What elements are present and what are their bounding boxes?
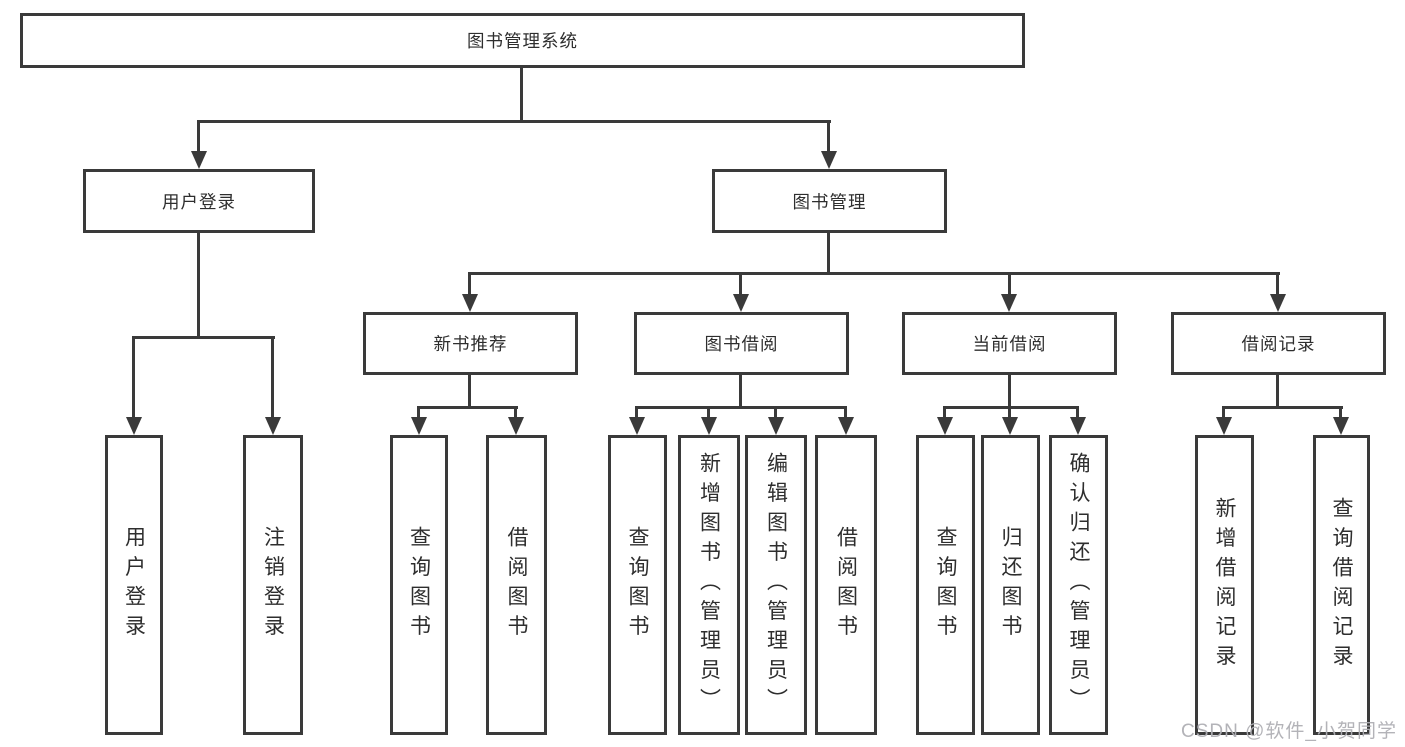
connector-line — [1222, 406, 1225, 419]
node-label: 查询借阅记录 — [1330, 496, 1353, 674]
leaf-add-borrow-record: 新增借阅记录 — [1195, 435, 1254, 735]
node-label: 新增图书（管理员） — [697, 452, 721, 718]
arrow-down-icon — [1333, 417, 1349, 435]
leaf-logout: 注销登录 — [243, 435, 303, 735]
leaf-return-book: 归还图书 — [981, 435, 1040, 735]
connector-line — [132, 336, 275, 339]
node-label: 编辑图书（管理员） — [764, 452, 788, 718]
connector-line — [1076, 406, 1079, 419]
node-label: 查询图书 — [407, 526, 431, 644]
node-label: 注销登录 — [261, 526, 285, 644]
arrow-down-icon — [768, 417, 784, 435]
connector-line — [1008, 406, 1011, 419]
connector-line — [417, 406, 518, 409]
arrow-down-icon — [821, 151, 837, 169]
connector-line — [520, 68, 523, 120]
node-book-borrowing: 图书借阅 — [634, 312, 849, 375]
connector-line — [468, 272, 1280, 275]
connector-line — [1008, 375, 1011, 406]
node-new-book-recommend: 新书推荐 — [363, 312, 578, 375]
leaf-borrow-books-recommend: 借阅图书 — [486, 435, 547, 735]
arrow-down-icon — [1070, 417, 1086, 435]
connector-line — [943, 406, 946, 419]
node-label: 图书管理系统 — [467, 31, 578, 51]
connector-line — [197, 120, 831, 123]
arrow-down-icon — [838, 417, 854, 435]
leaf-borrow-books-borrowing: 借阅图书 — [815, 435, 877, 735]
connector-line — [827, 120, 830, 152]
connector-line — [1339, 406, 1342, 419]
arrow-down-icon — [1002, 417, 1018, 435]
connector-line — [1276, 375, 1279, 406]
connector-line — [271, 336, 274, 419]
arrow-down-icon — [733, 294, 749, 312]
connector-line — [1222, 406, 1343, 409]
arrow-down-icon — [1001, 294, 1017, 312]
node-library-management-system: 图书管理系统 — [20, 13, 1025, 68]
node-book-management: 图书管理 — [712, 169, 947, 233]
connector-line — [943, 406, 1079, 409]
node-label: 图书管理 — [792, 191, 867, 212]
node-current-borrowing: 当前借阅 — [902, 312, 1117, 375]
node-label: 确认归还（管理员） — [1067, 452, 1090, 718]
connector-line — [774, 406, 777, 419]
node-borrowing-records: 借阅记录 — [1171, 312, 1386, 375]
leaf-add-book-admin: 新增图书（管理员） — [678, 435, 740, 735]
connector-line — [1008, 272, 1011, 296]
arrow-down-icon — [265, 417, 281, 435]
connector-line — [635, 406, 847, 409]
leaf-user-login: 用户登录 — [105, 435, 163, 735]
leaf-query-books-recommend: 查询图书 — [390, 435, 448, 735]
arrow-down-icon — [701, 417, 717, 435]
connector-line — [468, 272, 471, 296]
node-label: 当前借阅 — [972, 334, 1047, 354]
arrow-down-icon — [937, 417, 953, 435]
leaf-query-borrow-record: 查询借阅记录 — [1313, 435, 1370, 735]
connector-line — [197, 233, 200, 336]
node-label: 借阅图书 — [505, 526, 528, 644]
connector-line — [132, 336, 135, 419]
arrow-down-icon — [462, 294, 478, 312]
arrow-down-icon — [191, 151, 207, 169]
node-label: 用户登录 — [122, 526, 146, 644]
node-user-login: 用户登录 — [83, 169, 315, 233]
arrow-down-icon — [411, 417, 427, 435]
arrow-down-icon — [629, 417, 645, 435]
connector-line — [844, 406, 847, 419]
leaf-confirm-return-admin: 确认归还（管理员） — [1049, 435, 1108, 735]
node-label: 用户登录 — [162, 191, 236, 212]
arrow-down-icon — [1270, 294, 1286, 312]
connector-line — [417, 406, 420, 419]
connector-line — [739, 272, 742, 296]
connector-line — [197, 120, 200, 152]
node-label: 图书借阅 — [704, 334, 779, 354]
connector-line — [635, 406, 638, 419]
arrow-down-icon — [508, 417, 524, 435]
arrow-down-icon — [126, 417, 142, 435]
connector-line — [468, 375, 471, 406]
connector-line — [827, 233, 830, 272]
node-label: 借阅图书 — [834, 526, 858, 644]
leaf-edit-book-admin: 编辑图书（管理员） — [745, 435, 807, 735]
node-label: 新书推荐 — [433, 334, 508, 354]
node-label: 查询图书 — [934, 526, 957, 644]
connector-line — [1276, 272, 1279, 296]
connector-line — [707, 406, 710, 419]
node-label: 归还图书 — [999, 526, 1022, 644]
csdn-watermark: CSDN @软件_小贺同学 — [1181, 721, 1397, 742]
leaf-query-books-current: 查询图书 — [916, 435, 975, 735]
connector-line — [514, 406, 517, 419]
arrow-down-icon — [1216, 417, 1232, 435]
node-label: 新增借阅记录 — [1213, 496, 1236, 674]
connector-line — [739, 375, 742, 406]
node-label: 借阅记录 — [1241, 334, 1316, 354]
node-label: 查询图书 — [626, 526, 649, 644]
leaf-query-books-borrowing: 查询图书 — [608, 435, 667, 735]
